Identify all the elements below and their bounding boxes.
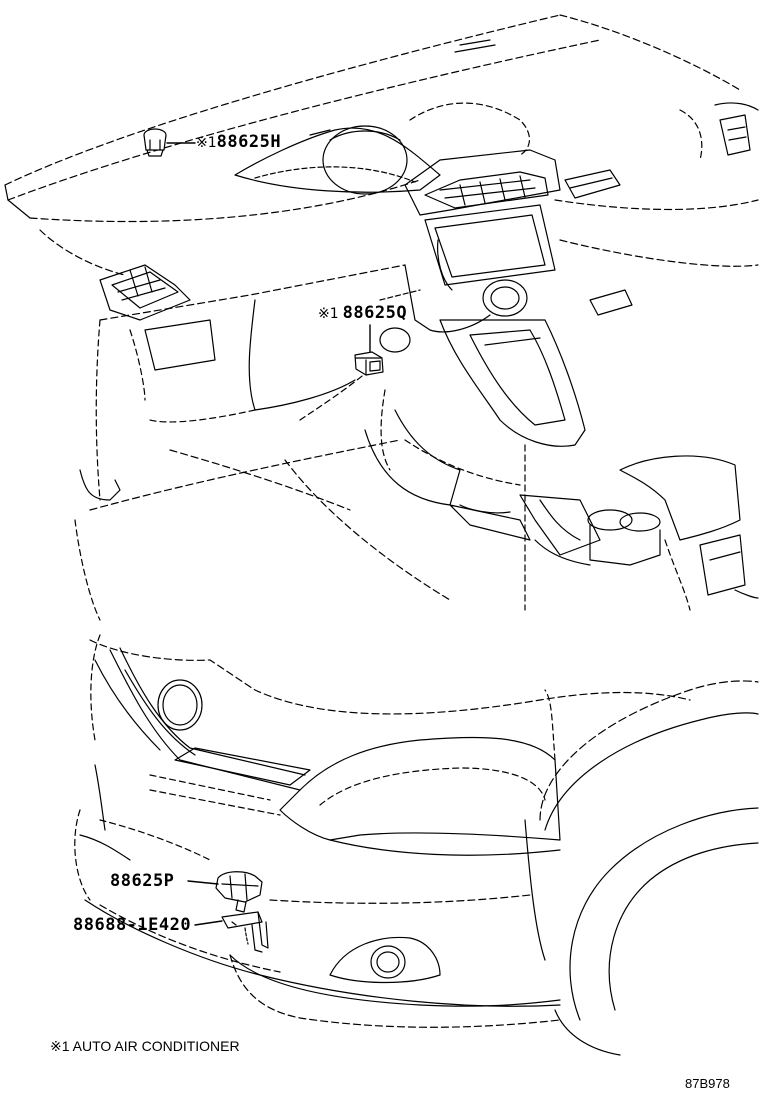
- callout-88625h-part: 88625H: [216, 132, 282, 152]
- callout-88625h: ※188625H: [196, 132, 281, 152]
- sensor-88625q-part: [354, 351, 384, 376]
- callout-88625q-part: 88625Q: [342, 303, 408, 323]
- dashboard-illustration: [4, 14, 759, 621]
- callout-88688-1e420: 88688-1E420: [73, 915, 191, 935]
- callout-88688-1e420-part: 88688-1E420: [73, 915, 192, 935]
- front-bumper-illustration: [74, 634, 759, 1056]
- callout-88625h-mark: ※1: [196, 135, 217, 151]
- callout-88625q-mark: ※1: [318, 306, 339, 322]
- bracket-88688-1e420-part: [221, 911, 269, 953]
- callout-88625p-part: 88625P: [110, 871, 175, 891]
- footnote-auto-air-conditioner: ※1 AUTO AIR CONDITIONER: [50, 1038, 240, 1054]
- sensor-88625p-part: [215, 871, 263, 913]
- callout-88625p: 88625P: [110, 871, 174, 891]
- sensor-88625h-part: [143, 128, 167, 157]
- figure-code: 87B978: [685, 1076, 730, 1091]
